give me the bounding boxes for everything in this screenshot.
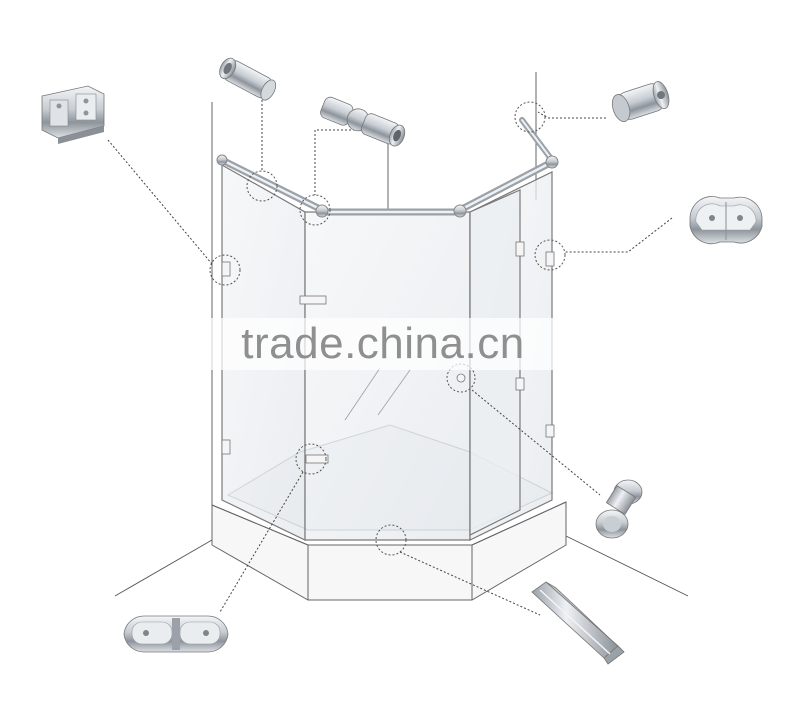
callout-seal-strip — [375, 524, 407, 556]
callout-tube-end — [514, 101, 546, 133]
support-bar — [216, 117, 559, 218]
callout-rotating-connector — [299, 194, 331, 226]
glass-panel-front — [304, 211, 471, 541]
callout-glass-clamp — [534, 239, 566, 271]
floor-line-left — [114, 539, 213, 597]
tube-end-support-icon — [611, 81, 670, 122]
installed-hardware — [221, 241, 555, 464]
callout-circles — [209, 101, 566, 556]
tube-wall-connector-icon — [219, 57, 277, 101]
leader-lines — [107, 100, 673, 616]
glass-reflections — [344, 367, 411, 421]
glass-to-glass-hinge-icon — [123, 615, 229, 653]
watermark: trade.china.cn — [210, 318, 556, 370]
callout-glass-hinge — [295, 443, 327, 475]
floor-line-right — [565, 535, 689, 597]
glass-clamp-icon — [689, 196, 763, 245]
glass-to-wall-hinge-icon — [41, 85, 105, 144]
rotating-tube-connector-icon — [320, 96, 406, 147]
seal-strip-profile-icon — [531, 581, 625, 665]
callout-tube-connector — [246, 170, 278, 202]
door-knob-icon — [595, 479, 643, 539]
callout-wall-hinge — [209, 254, 241, 286]
